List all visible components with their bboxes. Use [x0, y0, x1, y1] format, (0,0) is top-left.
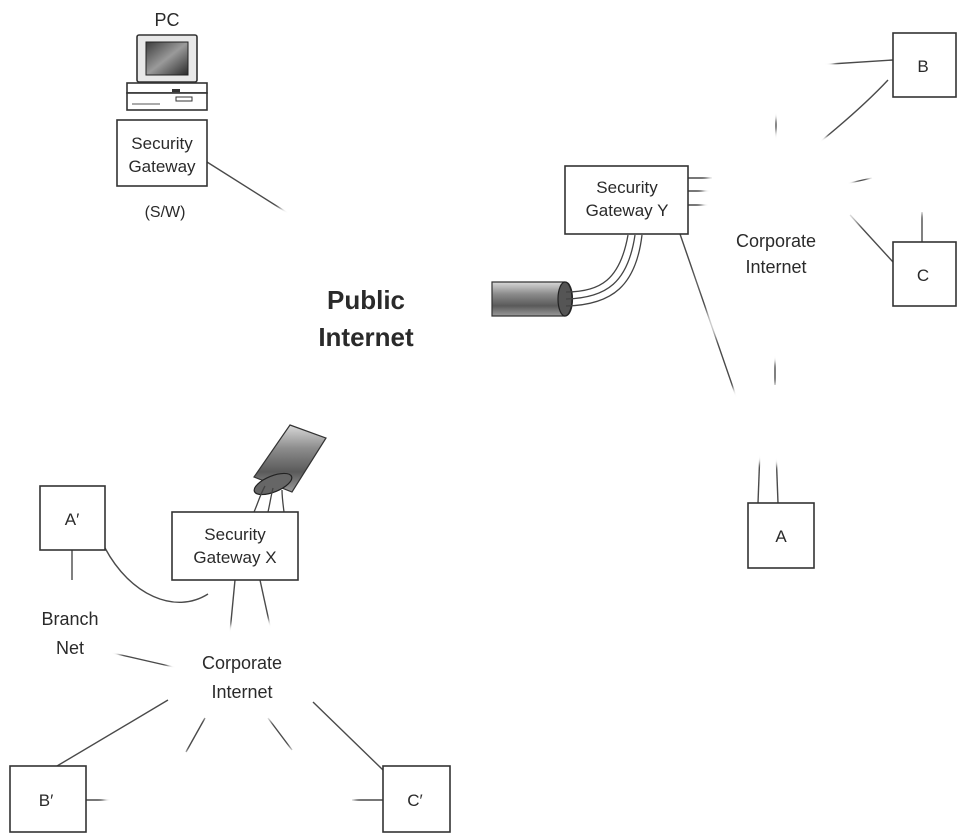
public-internet-label-line2: Internet	[318, 322, 414, 352]
host-a-prime-box	[39, 485, 106, 551]
host-a-label: A	[775, 527, 787, 546]
host-c-box	[892, 241, 957, 307]
vpn-tunnel-to-gateway-y	[491, 234, 643, 317]
host-c-prime-label: C′	[407, 791, 422, 810]
software-note: (S/W)	[145, 204, 186, 221]
pc-gateway-label-line1: Security	[131, 134, 193, 153]
corporate-internet-right-label-line2: Internet	[745, 257, 806, 277]
lower-right-cloud	[722, 378, 828, 466]
pc-icon	[126, 34, 208, 111]
host-b-prime-box	[9, 765, 87, 833]
branch-net-label-line1: Branch	[41, 609, 98, 629]
pc-label: PC	[154, 10, 179, 30]
clouds	[21, 24, 967, 840]
a-prime-to-gateway-x-link	[104, 547, 209, 603]
bottom-cloud-right	[242, 747, 356, 840]
vpn-tunnel-to-gateway-x	[253, 424, 327, 513]
pc-security-gateway-box	[116, 119, 208, 187]
host-b-prime-label: B′	[39, 791, 54, 810]
corporate-internet-left-cloud	[165, 619, 317, 722]
security-gateway-x-box	[171, 511, 299, 581]
corporate-internet-left-label-line2: Internet	[211, 682, 272, 702]
gateway-y-label-line1: Security	[596, 178, 658, 197]
gateway-x-corp-link-1	[229, 579, 236, 633]
host-c-prime-box	[382, 765, 451, 833]
branch-net-label-line2: Net	[56, 638, 84, 658]
security-gateway-y-box	[564, 165, 689, 235]
right-side-cloud	[867, 120, 967, 215]
host-a-box	[747, 502, 815, 569]
corporate-to-c-prime-link	[312, 701, 384, 771]
corporate-to-bottom-cloud-1-link	[185, 717, 206, 753]
pc-gateway-label-line2: Gateway	[128, 157, 196, 176]
host-b-box	[892, 32, 957, 98]
host-b-label: B	[917, 57, 928, 76]
corporate-internet-right-cloud	[697, 126, 860, 364]
gateway-x-label-line2: Gateway X	[193, 548, 276, 567]
host-c-label: C	[917, 266, 929, 285]
corporate-to-bottom-cloud-2-link	[267, 717, 293, 751]
gateway-x-label-line1: Security	[204, 525, 266, 544]
corporate-internet-right-label-line1: Corporate	[736, 231, 816, 251]
corporate-internet-left-label-line1: Corporate	[202, 653, 282, 673]
corporate-to-c-link	[849, 214, 894, 263]
branch-net-cloud	[21, 585, 125, 682]
gateway-y-label-line2: Gateway Y	[586, 201, 669, 220]
public-internet-cloud	[217, 184, 521, 433]
public-internet-label-line1: Public	[327, 285, 405, 315]
top-right-cloud	[720, 24, 838, 121]
corporate-to-b-prime-link	[56, 699, 169, 767]
bottom-cloud-left	[103, 749, 219, 840]
host-a-prime-label: A′	[65, 510, 80, 529]
